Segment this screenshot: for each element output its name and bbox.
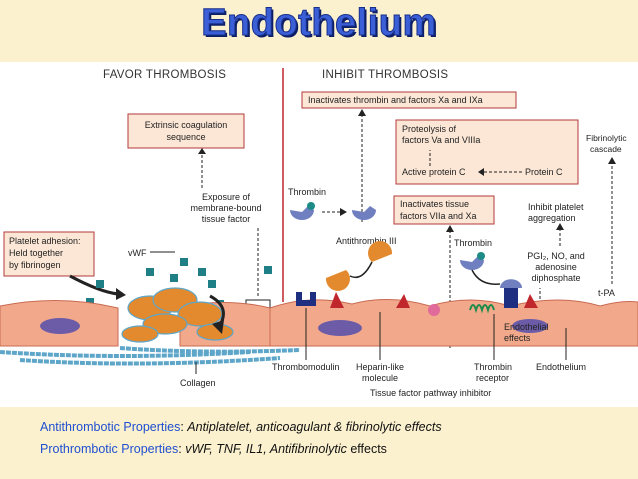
- inactivates-tissue-line-1: Inactivates tissue: [400, 199, 469, 209]
- page-title: Endothelium: [201, 2, 437, 45]
- heparin-line-1: Heparin-like: [356, 362, 404, 372]
- caption-line-1: Antithrombotic Properties: Antiplatelet,…: [40, 416, 442, 438]
- antithrombin-molecule-icon: [368, 241, 393, 262]
- heparin-line-2: molecule: [362, 373, 398, 383]
- membrane-receptors: [296, 279, 538, 316]
- inhibit-platelet-line-1: Inhibit platelet: [528, 202, 584, 212]
- endothelium-label: Endothelium: [536, 362, 586, 372]
- tfpi-label: Tissue factor pathway inhibitor: [370, 388, 491, 398]
- exposure-line-1: Exposure of: [202, 192, 251, 202]
- endothelial-effects-line-1: Endothelial: [504, 322, 549, 332]
- exposure-line-3: tissue factor: [202, 214, 251, 224]
- thrombin-receptor-line-2: receptor: [476, 373, 509, 383]
- arrowhead-up-icon-2: [358, 109, 366, 116]
- prothrombotic-plain: effects: [346, 442, 387, 456]
- active-protein-c-label: Active protein C: [402, 167, 466, 177]
- pgi-line-1: PGI₂, NO, and: [527, 251, 585, 261]
- fibrinolytic-line-1: Fibrinolytic: [586, 133, 627, 143]
- inhibit-platelet-line-2: aggregation: [528, 213, 576, 223]
- arrow-antithrombin-curve: [349, 261, 373, 279]
- inactivates-tissue-line-2: factors VIIa and Xa: [400, 211, 477, 221]
- proteolysis-line-1: Proteolysis of: [402, 124, 457, 134]
- platelet-line-2: Held together: [9, 248, 63, 258]
- thrombomodulin-label: Thrombomodulin: [272, 362, 340, 372]
- thrombin-receptor-line-1: Thrombin: [474, 362, 512, 372]
- pgi-line-2: adenosine: [535, 262, 577, 272]
- platelet-clot: [121, 287, 234, 343]
- thrombin-right-dot-icon: [477, 252, 485, 260]
- arrowhead-right-icon-2: [340, 208, 347, 216]
- nucleus-left: [40, 318, 80, 334]
- nucleus-middle: [318, 320, 362, 336]
- antithrombotic-label: Antithrombotic Properties: [40, 420, 181, 434]
- arrowhead-right-icon: [116, 288, 126, 300]
- endothelial-effects-line-2: effects: [504, 333, 531, 343]
- header-inhibit-thrombosis: INHIBIT THROMBOSIS: [322, 69, 448, 81]
- header-favor-thrombosis: FAVOR THROMBOSIS: [103, 69, 226, 81]
- arrow-thrombin-to-receptor: [471, 269, 501, 285]
- arrow-platelet-to-clot: [69, 274, 119, 296]
- arrowhead-left-icon: [478, 168, 484, 176]
- arrowhead-up-icon-4: [446, 225, 454, 232]
- vwf-label: vWF: [128, 248, 147, 258]
- thrombin-molecule-icon: [290, 206, 314, 220]
- nucleus-right: [512, 319, 548, 333]
- tpa-label: t-PA: [598, 288, 615, 298]
- prothrombotic-italic: vWF, TNF, IL1, Antifibrinolytic: [185, 442, 347, 456]
- platelet-line-1: Platelet adhesion:: [9, 236, 81, 246]
- endothelium-diagram: FAVOR THROMBOSIS INHIBIT THROMBOSIS Extr…: [0, 62, 638, 407]
- thrombin-right-molecule-icon: [460, 256, 484, 270]
- collagen-label: Collagen: [180, 378, 216, 388]
- inactivates-thrombin-text: Inactivates thrombin and factors Xa and …: [308, 95, 483, 105]
- protein-c-label: Protein C: [525, 167, 563, 177]
- pgi-line-3: diphosphate: [531, 273, 580, 283]
- prothrombotic-label: Prothrombotic Properties: [40, 442, 179, 456]
- antithrombin-bound-icon: [325, 270, 350, 291]
- extrinsic-line-1: Extrinsic coagulation: [145, 120, 228, 130]
- thrombin-label-right: Thrombin: [454, 238, 492, 248]
- thrombin-label-left: Thrombin: [288, 187, 326, 197]
- antithrombin-label: Antithrombin III: [336, 236, 397, 246]
- caption-line-2: Prothrombotic Properties: vWF, TNF, IL1,…: [40, 438, 442, 460]
- diagram-panel: [0, 62, 638, 407]
- proteolysis-line-2: factors Va and VIIIa: [402, 135, 480, 145]
- extrinsic-line-2: sequence: [166, 132, 205, 142]
- arrowhead-up-icon-5: [556, 223, 564, 230]
- caption: Antithrombotic Properties: Antiplatelet,…: [40, 416, 442, 460]
- arrowhead-up-icon-3: [608, 157, 616, 164]
- collagen-fibers: [0, 346, 301, 366]
- antithrombotic-text: Antiplatelet, anticoagulant & fibrinolyt…: [187, 420, 442, 434]
- thrombin-dot-icon: [307, 202, 315, 210]
- caption-sep-1: :: [180, 420, 188, 434]
- inactivates-tissue-box: [393, 195, 495, 225]
- caption-sep-2: :: [178, 442, 186, 456]
- inactivates-thrombin-box: [301, 91, 517, 109]
- platelet-line-3: by fibrinogen: [9, 260, 61, 270]
- proteolysis-box: [395, 119, 579, 185]
- exposure-line-2: membrane-bound: [190, 203, 261, 213]
- platelet-adhesion-box: [3, 231, 95, 277]
- arrowhead-up-icon: [198, 148, 206, 154]
- fibrinolytic-line-2: cascade: [590, 144, 622, 154]
- inactivated-thrombin-icon: [352, 206, 376, 220]
- extrinsic-coagulation-box: [127, 113, 245, 149]
